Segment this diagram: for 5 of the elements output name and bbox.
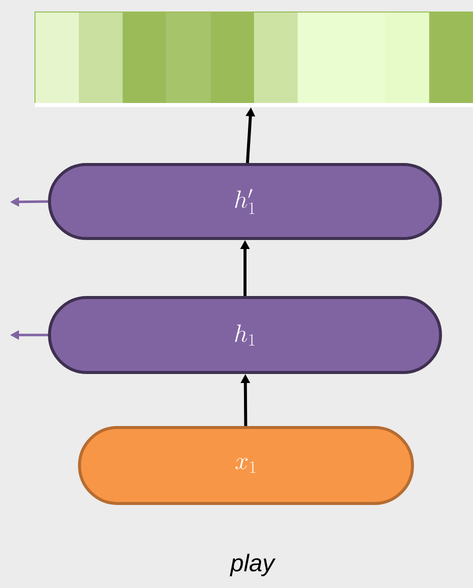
rounded-box: $h'_{1}$ xyxy=(48,163,442,240)
rounded-box: $x_{1}$ xyxy=(78,426,414,505)
caption-text: play xyxy=(230,554,276,576)
rounded-box: $h_{1}$ xyxy=(48,296,442,374)
color-bar-drawing xyxy=(34,12,473,107)
